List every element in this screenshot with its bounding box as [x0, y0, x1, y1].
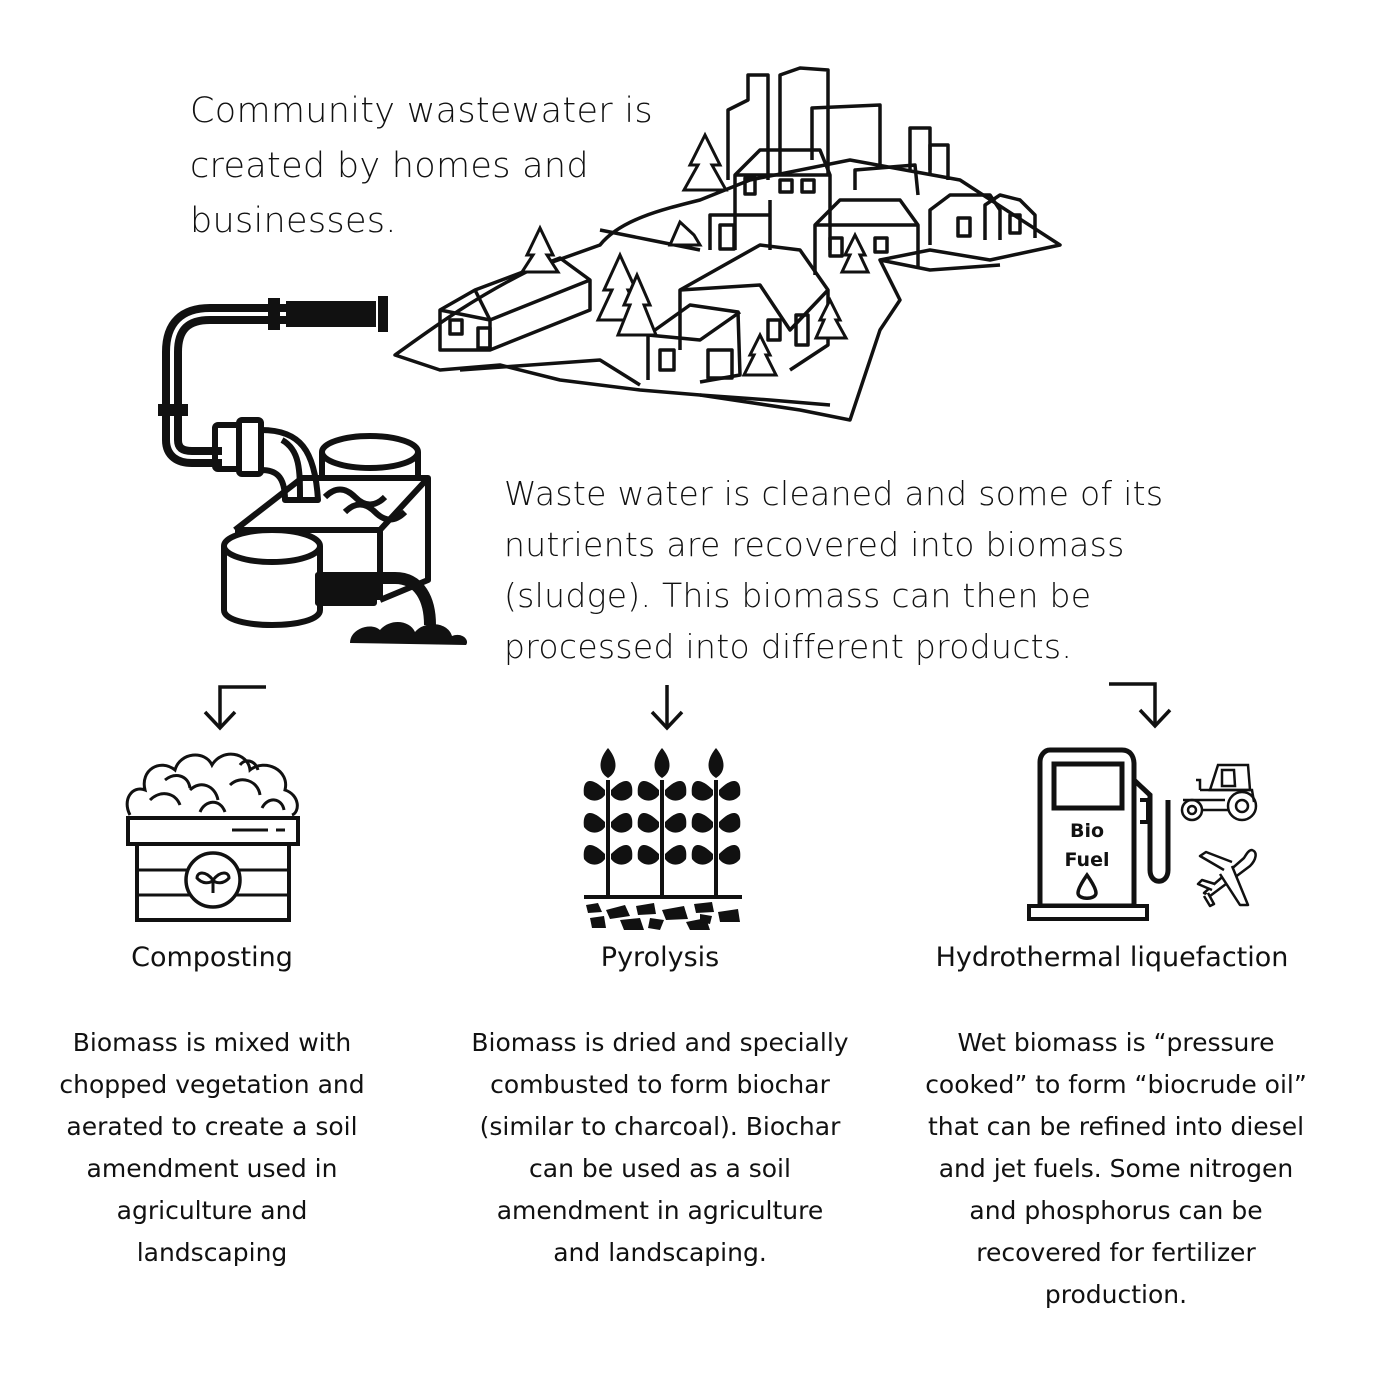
- description-line: cooked” to form “biocrude oil”: [925, 1070, 1307, 1099]
- plant-line: (sludge). This biomass can then be: [504, 576, 1092, 615]
- description-line: can be used as a soil: [529, 1154, 791, 1183]
- plant-line: Waste water is cleaned and some of its: [504, 474, 1164, 513]
- composting-description: Biomass is mixed with chopped vegetation…: [30, 1022, 394, 1274]
- description-line: combusted to form biochar: [490, 1070, 830, 1099]
- intro-line: created by homes and: [190, 146, 589, 186]
- plant-line: nutrients are recovered into biomass: [504, 525, 1125, 564]
- description-line: Biomass is dried and specially: [471, 1028, 849, 1057]
- hydrothermal-description: Wet biomass is “pressure cooked” to form…: [900, 1022, 1332, 1316]
- description-line: and landscaping.: [553, 1238, 767, 1267]
- description-line: amendment used in: [86, 1154, 338, 1183]
- process-label-hydrothermal: Hydrothermal liquefaction: [935, 942, 1289, 973]
- description-line: agriculture and: [116, 1196, 308, 1225]
- process-label-composting: Composting: [131, 942, 293, 973]
- description-line: Biomass is mixed with: [72, 1028, 352, 1057]
- pyrolysis-description: Biomass is dried and specially combusted…: [450, 1022, 870, 1274]
- intro-line: businesses.: [190, 201, 397, 241]
- intro-text: Community wastewater is created by homes…: [190, 84, 660, 249]
- plant-line: processed into different products.: [504, 627, 1073, 666]
- description-line: amendment in agriculture: [496, 1196, 824, 1225]
- description-line: chopped vegetation and: [59, 1070, 365, 1099]
- description-line: aerated to create a soil: [66, 1112, 358, 1141]
- description-line: landscaping: [136, 1238, 288, 1267]
- intro-line: Community wastewater is: [190, 91, 653, 131]
- plant-description: Waste water is cleaned and some of its n…: [504, 468, 1184, 672]
- description-line: recovered for fertilizer: [976, 1238, 1256, 1267]
- fuel-label-bio: Bio: [1070, 820, 1104, 842]
- description-line: and jet fuels. Some nitrogen: [938, 1154, 1294, 1183]
- description-line: production.: [1044, 1280, 1188, 1309]
- description-line: (similar to charcoal). Biochar: [479, 1112, 841, 1141]
- fuel-label-fuel: Fuel: [1065, 849, 1110, 871]
- process-label-pyrolysis: Pyrolysis: [600, 942, 720, 973]
- description-line: and phosphorus can be: [969, 1196, 1263, 1225]
- description-line: that can be refined into diesel: [927, 1112, 1305, 1141]
- description-line: Wet biomass is “pressure: [957, 1028, 1275, 1057]
